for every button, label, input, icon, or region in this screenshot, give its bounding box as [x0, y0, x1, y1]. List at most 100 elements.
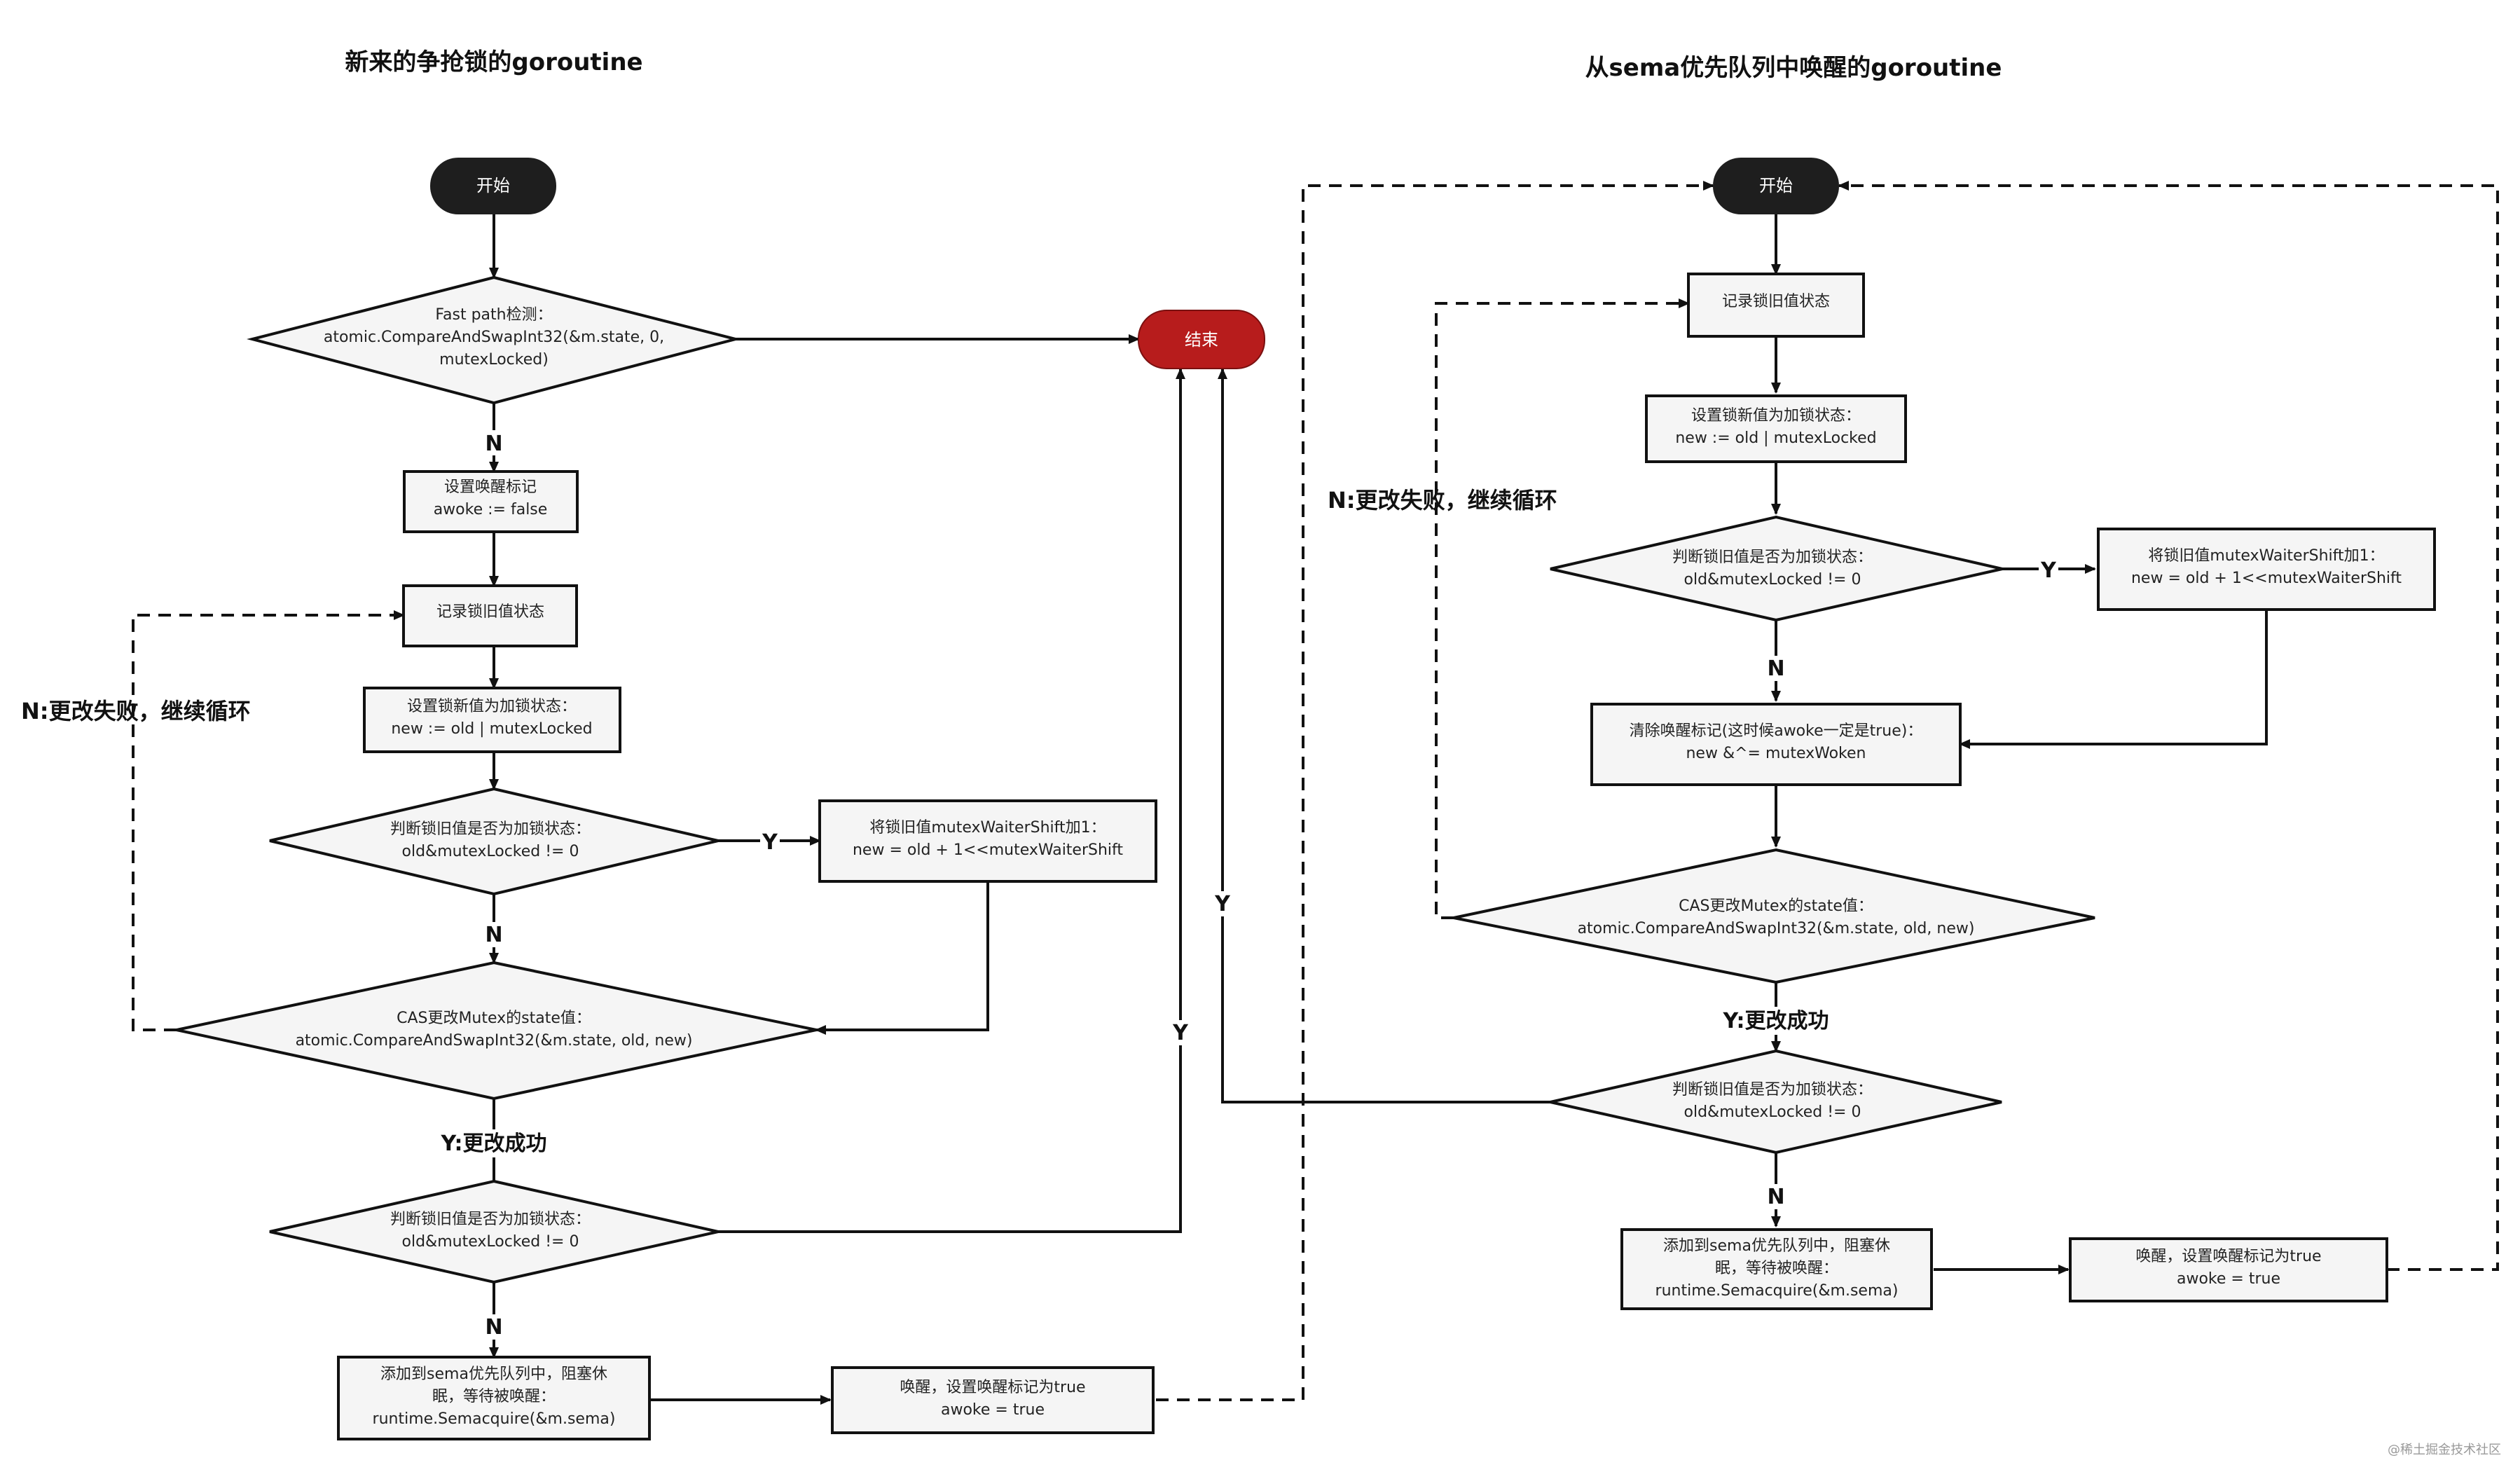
right-clear-woken-text: 清除唤醒标记(这时候awoke一定是true)： new &^= mutexWok… — [1630, 722, 1923, 762]
left-enqueue-text: 添加到sema优先队列中，阻塞休眠，等待被唤醒： runtime.Semacqui… — [373, 1366, 616, 1428]
node-text-line: 设置锁新值为加锁状态： — [407, 698, 577, 715]
right-cas-decision — [1453, 848, 2095, 984]
node-text-line: 记录锁旧值状态 — [1722, 293, 1830, 310]
node-text-line: 设置唤醒标记 — [444, 479, 537, 496]
right-clear-woken-box — [1590, 703, 1962, 786]
left-set-awoke-text: 设置唤醒标记 awoke := false — [434, 479, 548, 518]
right-check-locked2-text: 判断锁旧值是否为加锁状态： old&mutexLocked != 0 — [1672, 1081, 1873, 1121]
node-text-line: atomic.CompareAndSwapInt32(&m.state, old… — [1578, 920, 1975, 937]
node-text-line: 记录锁旧值状态 — [436, 603, 544, 621]
label-left-check-y: Y — [762, 830, 778, 855]
left-cas-text: CAS更改Mutex的state值：atomic.CompareAndSwapI… — [296, 1010, 693, 1050]
node-text-line: 清除唤醒标记(这时候awoke一定是true)： — [1630, 722, 1923, 740]
node-text-line: runtime.Semacquire(&m.sema) — [373, 1410, 616, 1428]
left-fastpath-decision — [247, 275, 741, 405]
right-wakeup-box — [2069, 1237, 2388, 1302]
left-check-locked2-text: 判断锁旧值是否为加锁状态： old&mutexLocked != 0 — [390, 1211, 591, 1251]
label-left-cas-success: Y:更改成功 — [440, 1131, 546, 1156]
left-set-new-box — [363, 687, 621, 753]
left-record-old-text: 记录锁旧值状态 — [436, 603, 544, 621]
node-text-line: 判断锁旧值是否为加锁状态： — [390, 1211, 591, 1228]
node-text-line: CAS更改Mutex的state值： — [1679, 897, 1873, 915]
left-record-old-box — [402, 584, 578, 647]
label-left-fastpath-n: N — [485, 432, 502, 456]
edge-rcas-retry-loop — [1435, 298, 1690, 919]
node-text-line: 判断锁旧值是否为加锁状态： — [1672, 1081, 1873, 1099]
label-left-check2-y: Y — [1172, 1021, 1189, 1045]
label-bg-left-cas-y — [434, 1129, 553, 1157]
left-wakeup-box — [831, 1366, 1155, 1434]
label-left-cas-fail-loop: N:更改失败，继续循环 — [21, 698, 251, 724]
edge-check2-end — [718, 368, 1185, 1233]
label-bg-left-check-y — [760, 830, 780, 855]
watermark: @稀土掘金技术社区 — [2388, 1443, 2501, 1457]
node-text-line: old&mutexLocked != 0 — [402, 843, 579, 860]
end-terminal — [1138, 310, 1265, 369]
node-text-line: 眠，等待被唤醒： — [432, 1388, 556, 1405]
left-fastpath-text: Fast path检测：atomic.CompareAndSwapInt32(&… — [324, 306, 664, 369]
label-right-check2-n: N — [1767, 1185, 1784, 1209]
right-record-old-box — [1687, 273, 1865, 338]
label-left-check-n: N — [485, 923, 502, 947]
node-text-line: awoke = true — [941, 1401, 1045, 1419]
node-text-line: 唤醒，设置唤醒标记为true — [900, 1379, 1085, 1396]
label-bg-left-check2-n — [485, 1314, 503, 1340]
left-wakeup-text: 唤醒，设置唤醒标记为true awoke = true — [900, 1379, 1085, 1419]
right-enqueue-box — [1620, 1228, 1933, 1310]
edge-wakeup-to-right-start — [1156, 181, 1714, 1401]
label-bg-right-cas-y — [1716, 1007, 1836, 1035]
end-label: 结束 — [1185, 330, 1218, 350]
node-text-line: new &^= mutexWoken — [1686, 745, 1866, 762]
right-set-new-box — [1645, 394, 1907, 463]
right-check-locked2-decision — [1550, 1049, 2002, 1155]
label-right-cas-success: Y:更改成功 — [1722, 1009, 1829, 1033]
right-add-waiter-box — [2097, 528, 2436, 611]
left-set-awoke-box — [403, 470, 579, 533]
edge-addwaiter-cas — [815, 881, 989, 1035]
left-check-locked-decision — [269, 787, 719, 896]
left-start-terminal — [430, 158, 556, 214]
right-check-locked-text: 判断锁旧值是否为加锁状态： old&mutexLocked != 0 — [1672, 549, 1873, 589]
node-text-line: runtime.Semacquire(&m.sema) — [1655, 1282, 1899, 1300]
node-text-line: 添加到sema优先队列中，阻塞休 — [1663, 1237, 1890, 1255]
label-bg-right-check-y — [2039, 558, 2058, 583]
label-bg-right-check-n — [1767, 656, 1785, 681]
node-text-line: 添加到sema优先队列中，阻塞休 — [380, 1366, 607, 1383]
right-add-waiter-text: 将锁旧值mutexWaiterShift加1：new = old + 1<<mu… — [2131, 547, 2402, 587]
node-text-line: old&mutexLocked != 0 — [1684, 1103, 1861, 1121]
node-text-line: old&mutexLocked != 0 — [1684, 571, 1861, 589]
left-add-waiter-text: 将锁旧值mutexWaiterShift加1：new = old + 1<<mu… — [853, 819, 1123, 859]
node-text-line: new := old | mutexLocked — [1675, 429, 1876, 447]
right-start-label: 开始 — [1759, 176, 1793, 195]
node-text-line: 判断锁旧值是否为加锁状态： — [390, 820, 591, 838]
left-start-label: 开始 — [476, 176, 510, 195]
label-left-check2-n: N — [485, 1315, 502, 1340]
node-text-line: atomic.CompareAndSwapInt32(&m.state, old… — [296, 1032, 693, 1050]
left-cas-decision — [176, 961, 817, 1101]
label-bg-left-check2-y — [1171, 1020, 1190, 1045]
edge-cas-retry-loop — [132, 610, 405, 1031]
node-text-line: new = old + 1<<mutexWaiterShift — [853, 841, 1123, 859]
node-text-line: Fast path检测： — [435, 306, 552, 324]
node-text-line: old&mutexLocked != 0 — [402, 1233, 579, 1251]
node-text-line: awoke = true — [2177, 1270, 2280, 1288]
label-right-cas-fail-loop: N:更改失败，继续循环 — [1328, 487, 1557, 514]
label-right-check-y: Y — [2040, 558, 2057, 583]
node-text-line: awoke := false — [434, 501, 548, 518]
left-check-locked2-decision — [269, 1179, 719, 1284]
label-right-check2-y: Y — [1214, 892, 1231, 916]
node-text-line: 判断锁旧值是否为加锁状态： — [1672, 549, 1873, 566]
right-cas-text: CAS更改Mutex的state值： atomic.CompareAndSwapI… — [1578, 897, 1975, 937]
label-bg-right-check2-n — [1767, 1184, 1785, 1209]
label-bg-left-fastpath-n — [485, 430, 503, 455]
edge-rwakeup-loop — [1838, 181, 2499, 1271]
left-title: 新来的争抢锁的goroutine — [345, 48, 642, 76]
node-text-line: new = old + 1<<mutexWaiterShift — [2131, 570, 2402, 587]
left-check-locked-text: 判断锁旧值是否为加锁状态： old&mutexLocked != 0 — [390, 820, 591, 860]
node-text-line: 眠，等待被唤醒： — [1715, 1260, 1838, 1277]
right-record-old-text: 记录锁旧值状态 — [1722, 293, 1830, 310]
right-start-terminal — [1713, 158, 1839, 214]
left-enqueue-box — [337, 1356, 651, 1440]
